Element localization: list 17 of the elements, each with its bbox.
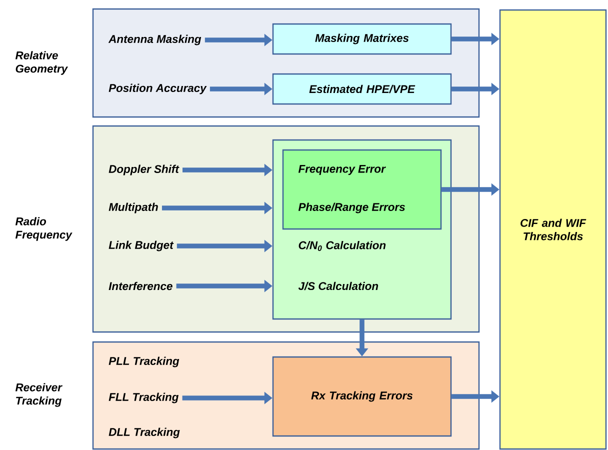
input-label: Multipath (108, 202, 158, 214)
input-label: DLL Tracking (108, 428, 180, 438)
process-box: Rx Tracking Errors (272, 356, 452, 437)
input-label: Doppler Shift (108, 164, 180, 176)
process-box: Masking Matrixes (272, 23, 452, 55)
process-box: CIF and WIF Thresholds (499, 9, 607, 450)
process-box: Estimated HPE/VPE (272, 73, 452, 105)
input-label: PLL Tracking (108, 356, 180, 368)
input-label: Interference (108, 282, 172, 290)
input-label: FLL Tracking (108, 392, 179, 404)
node-label: Radio Frequency (15, 217, 72, 241)
node-label: Relative Geometry (15, 51, 68, 75)
node-label: Receiver Tracking (15, 383, 62, 407)
input-label: Position Accuracy (108, 84, 207, 94)
process-box: Frequency Error Phase/Range Errors (282, 149, 442, 230)
input-label: Link Budget (108, 240, 174, 252)
input-label: Antenna Masking (108, 34, 202, 46)
